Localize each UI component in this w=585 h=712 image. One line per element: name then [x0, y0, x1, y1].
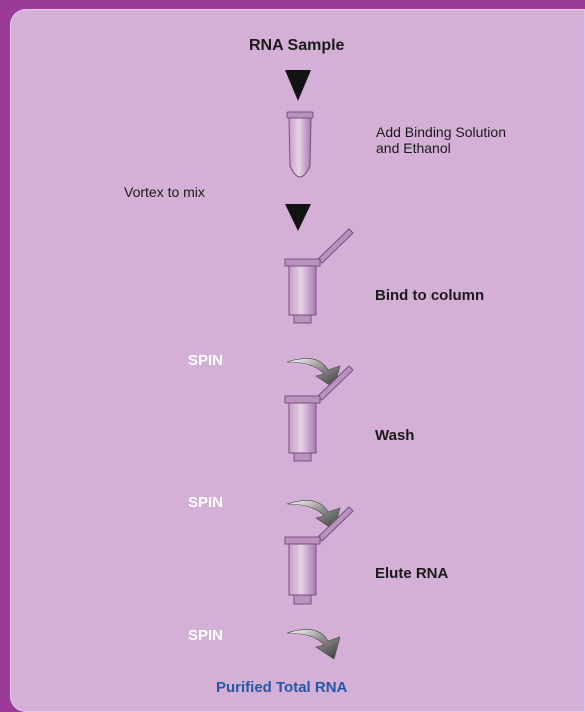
spin-arrow-icon	[287, 629, 340, 659]
arrow-down-icon	[285, 70, 311, 101]
spin-label: SPIN	[188, 627, 223, 644]
spin-column-icon	[285, 229, 353, 323]
spin-column-icon	[285, 366, 353, 461]
start-label: RNA Sample	[249, 37, 344, 55]
vortex-label: Vortex to mix	[124, 184, 205, 200]
tube-icon	[287, 112, 313, 177]
elute-step-label: Elute RNA	[375, 565, 448, 582]
spin-label: SPIN	[188, 352, 223, 369]
bind-step-label: Bind to column	[375, 287, 484, 304]
arrow-down-icon	[285, 204, 311, 231]
add-binding-label: Add Binding Solution and Ethanol	[376, 124, 526, 156]
spin-column-icon	[285, 507, 353, 604]
result-label: Purified Total RNA	[216, 679, 347, 696]
wash-step-label: Wash	[375, 427, 414, 444]
spin-label: SPIN	[188, 494, 223, 511]
